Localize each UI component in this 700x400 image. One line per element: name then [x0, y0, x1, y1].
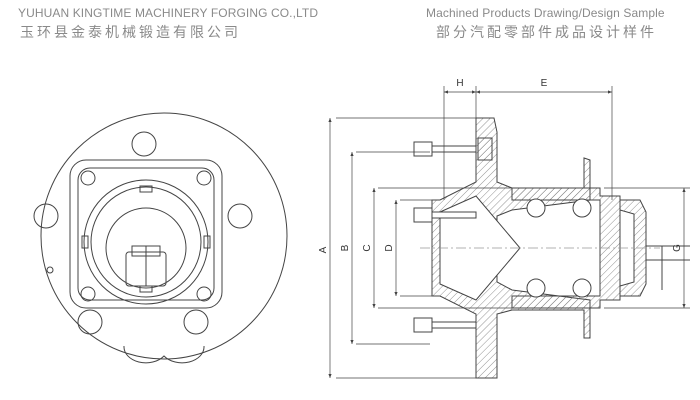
plate-hole-bottom-left	[80, 286, 96, 302]
stud-top	[413, 141, 477, 157]
dimension-lines	[328, 86, 690, 379]
dim-label-E: E	[541, 78, 548, 89]
hub-outer-circle	[83, 179, 209, 305]
flange-outer-circle	[40, 112, 288, 360]
end-cap	[619, 199, 647, 297]
sensor-connector-pin	[139, 285, 153, 293]
bolt-hole-bottom-right	[183, 309, 209, 335]
bolt-hole-left	[33, 203, 59, 229]
hub-tab-right	[203, 235, 211, 249]
hub-tab-left	[81, 235, 89, 249]
bearing-ball-upper-right	[572, 198, 592, 218]
company-name-cn: 玉环县金泰机械锻造有限公司	[20, 25, 241, 41]
bolt-hole-bottom-left	[77, 309, 103, 335]
sample-title-en: Machined Products Drawing/Design Sample	[426, 6, 665, 20]
hub-bore-circle	[105, 207, 187, 289]
stud-knurl	[477, 137, 493, 161]
hub-tab-top	[139, 185, 153, 193]
dim-label-B: B	[340, 244, 351, 251]
company-name-en: YUHUAN KINGTIME MACHINERY FORGING CO.,LT…	[18, 6, 319, 20]
sample-title-cn: 部分汽配零部件成品设计样件	[436, 25, 657, 41]
dim-label-G: G	[672, 244, 683, 252]
dim-label-C: C	[362, 244, 373, 251]
hub-inner-circle	[90, 186, 202, 298]
plate-hole-bottom-right	[196, 286, 212, 302]
front-view	[33, 112, 288, 364]
bearing-ball-lower-left	[526, 278, 546, 298]
bearing-outer-race	[511, 187, 621, 309]
bearing-ball-upper-left	[526, 198, 546, 218]
pin-hole	[46, 266, 54, 274]
dim-label-A: A	[318, 246, 329, 253]
stud-bottom	[413, 317, 477, 333]
bolt-hole-top	[131, 131, 157, 157]
dim-label-H: H	[456, 78, 463, 89]
bolt-hole-right	[227, 203, 253, 229]
mounting-plate	[69, 159, 223, 309]
plate-hole-top-left	[80, 170, 96, 186]
dim-label-D: D	[384, 244, 395, 251]
plate-hole-top-right	[196, 170, 212, 186]
mounting-plate-inner	[77, 167, 215, 301]
bottom-lug	[123, 345, 205, 364]
bearing-ball-lower-right	[572, 278, 592, 298]
stud-middle	[413, 207, 477, 223]
